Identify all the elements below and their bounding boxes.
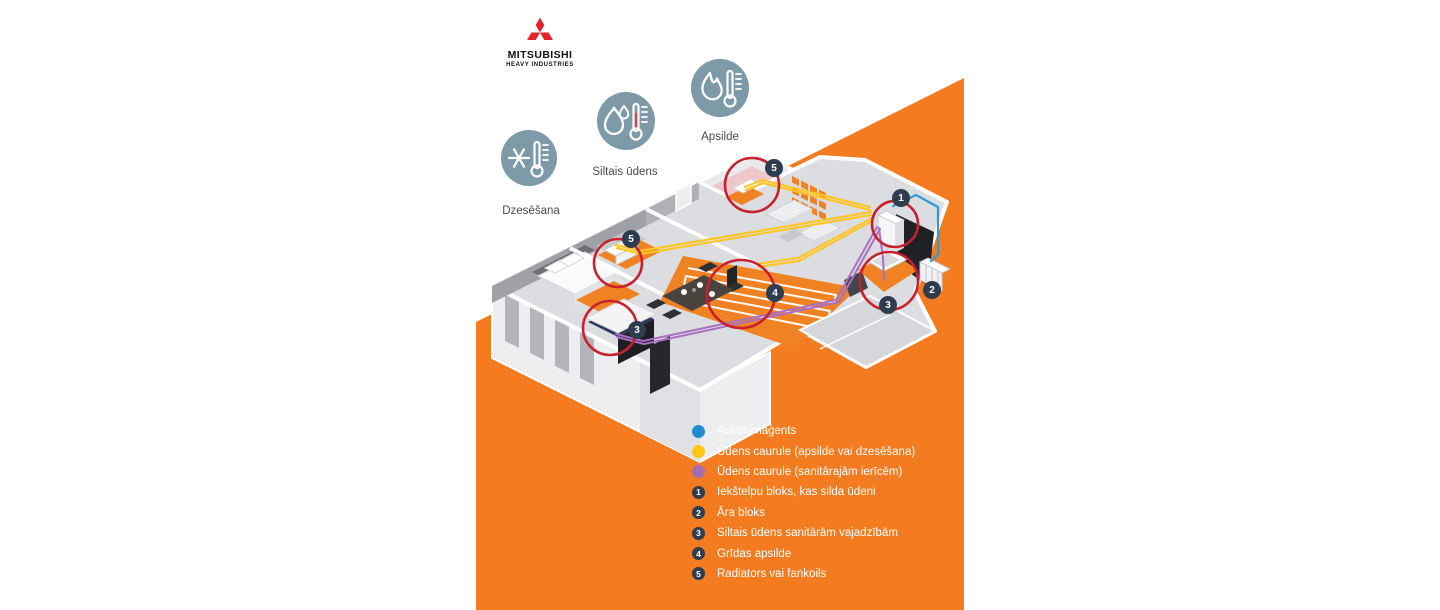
legend-label: Aukstumaģents bbox=[717, 425, 797, 438]
number-1-icon: 1 bbox=[692, 485, 705, 499]
legend-row-radiator: 5 Radiators vai fankoils bbox=[692, 564, 915, 584]
number-2-icon: 2 bbox=[692, 506, 705, 520]
yellow-dot-icon bbox=[692, 445, 705, 459]
marker-floor-heating: 4 bbox=[766, 284, 784, 302]
heating-label: Apsilde bbox=[701, 131, 739, 143]
logo-text-line1: MITSUBISHI bbox=[507, 49, 573, 61]
legend-row-outdoor-unit: 2 Āra bloks bbox=[692, 503, 915, 523]
window-strip bbox=[530, 305, 544, 360]
cooling-label: Dzesēšana bbox=[502, 205, 560, 217]
marker-indoor-unit: 1 bbox=[892, 189, 910, 207]
marker-radiator-bathroom-top: 5 bbox=[765, 159, 783, 177]
hot-water-feature-circle bbox=[597, 92, 655, 150]
highlight-circle-bathroom-top bbox=[723, 156, 781, 214]
legend-row-floor-heating: 4 Grīdas apsilde bbox=[692, 543, 915, 563]
window-strip bbox=[555, 318, 569, 373]
legend-label: Siltais ūdens sanitārām vajadzībām bbox=[717, 527, 898, 540]
logo-text-line2: HEAVY INDUSTRIES bbox=[506, 61, 574, 68]
legend-label: Grīdas apsilde bbox=[717, 547, 792, 560]
number-4-icon: 4 bbox=[692, 547, 705, 561]
legend: Aukstumaģents Ūdens caurule (apsilde vai… bbox=[692, 421, 915, 584]
legend-label: Āra bloks bbox=[717, 506, 765, 519]
blue-dot-icon bbox=[692, 424, 705, 438]
hot-water-label: Siltais ūdens bbox=[592, 166, 658, 178]
legend-row-hot-water: 3 Siltais ūdens sanitārām vajadzībām bbox=[692, 523, 915, 543]
legend-row-refrigerant: Aukstumaģents bbox=[692, 421, 915, 441]
droplets-thermometer-icon bbox=[603, 102, 648, 141]
marker-bathroom-hot-water: 3 bbox=[879, 296, 897, 314]
legend-row-indoor-unit: 1 Iekštelpu bloks, kas silda ūdeni bbox=[692, 482, 915, 502]
legend-label: Radiators vai fankoils bbox=[717, 567, 827, 580]
legend-label: Ūdens caurule (sanitārajām ierīcēm) bbox=[717, 465, 903, 478]
entry-porch bbox=[797, 294, 938, 369]
cooling-feature-circle bbox=[501, 130, 557, 186]
dining-table bbox=[662, 275, 734, 311]
mitsubishi-three-diamond-icon bbox=[527, 17, 553, 40]
marker-outdoor-unit: 2 bbox=[923, 281, 941, 299]
legend-row-water-pipe-heating: Ūdens caurule (apsilde vai dzesēšana) bbox=[692, 441, 915, 461]
heating-feature-circle bbox=[691, 59, 749, 117]
back-wall-window bbox=[675, 181, 692, 213]
marker-radiator-bedroom: 5 bbox=[622, 230, 640, 248]
purple-dot-icon bbox=[692, 465, 705, 479]
highlight-circle-radiator-bedroom bbox=[592, 237, 644, 289]
mitsubishi-logo: MITSUBISHI HEAVY INDUSTRIES bbox=[497, 16, 583, 69]
legend-label: Ūdens caurule (apsilde vai dzesēšana) bbox=[717, 445, 916, 458]
number-3-icon: 3 bbox=[692, 526, 705, 540]
interior-wall bbox=[645, 207, 759, 267]
water-pipes-sanitary-purple bbox=[615, 226, 885, 345]
fridge bbox=[650, 336, 670, 394]
legend-row-water-pipe-sanitary: Ūdens caurule (sanitārajām ierīcēm) bbox=[692, 462, 915, 482]
snowflake-thermometer-icon bbox=[507, 140, 549, 178]
number-5-icon: 5 bbox=[692, 567, 705, 581]
dining-set bbox=[646, 262, 744, 319]
window-strip bbox=[580, 330, 594, 385]
flame-thermometer-icon bbox=[701, 69, 742, 108]
legend-label: Iekštelpu bloks, kas silda ūdeni bbox=[717, 486, 876, 499]
marker-kitchen-hot-water: 3 bbox=[628, 321, 646, 339]
window-strip bbox=[505, 293, 519, 348]
